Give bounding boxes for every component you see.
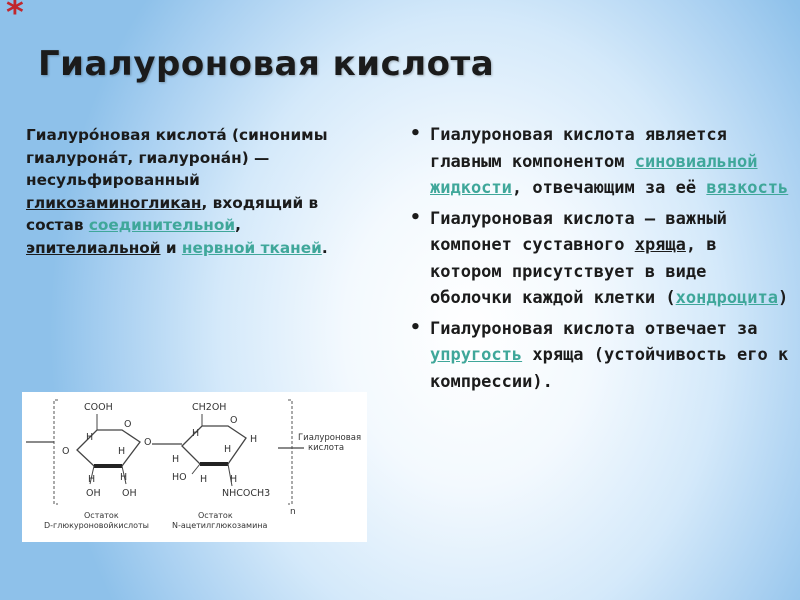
- h-label: H: [250, 434, 257, 445]
- o-label: O: [230, 415, 237, 426]
- definition-text: и: [160, 238, 182, 257]
- bullet-text: Гиалуроновая кислота — важный компонет с…: [430, 208, 727, 256]
- list-item: • Гиалуроновая кислота является главным к…: [410, 122, 790, 202]
- subscript-n: n: [290, 507, 296, 517]
- facts-list: • Гиалуроновая кислота является главным к…: [410, 122, 790, 399]
- h-label: H: [120, 472, 127, 483]
- h-label: H: [172, 454, 179, 465]
- polymer-label: кислота: [308, 443, 344, 453]
- bullet-text: , в котором присутствует в виде оболочки…: [430, 235, 717, 308]
- polymer-label: Гиалуроновая: [298, 433, 361, 443]
- oh-label: OH: [86, 488, 101, 499]
- bullet-text: хряща (устойчивость его к компрессии).: [430, 345, 789, 392]
- bullet-text: Гиалуроновая кислота отвечает за: [430, 318, 758, 339]
- h-label: H: [88, 474, 95, 485]
- list-item: • Гиалуроновая кислота — важный компонет…: [410, 206, 790, 312]
- definition-text: , входящий в состав: [26, 193, 319, 235]
- ch2oh-label: CH2OH: [192, 402, 226, 413]
- cooh-label: COOH: [84, 402, 113, 413]
- definition-text: .: [321, 238, 328, 257]
- link-connective[interactable]: соединительной: [88, 216, 236, 234]
- o-label: O: [144, 437, 151, 448]
- bullet-icon: •: [410, 316, 421, 338]
- link-viscosity[interactable]: вязкость: [706, 178, 789, 198]
- page-title: Гиалуроновая кислота: [38, 44, 495, 84]
- oh-label: OH: [122, 488, 137, 499]
- bullet-text: , отвечающим за её: [511, 178, 707, 198]
- bullet-text: ): [778, 288, 789, 308]
- bullet-text: Гиалуроновая кислота является главным ко…: [430, 125, 727, 172]
- link-glycosaminoglycan[interactable]: гликозаминогликан: [26, 193, 202, 212]
- asterisk-icon: *: [6, 0, 24, 33]
- link-elasticity[interactable]: упругость: [430, 345, 523, 365]
- o-label: O: [62, 446, 69, 457]
- link-cartilage[interactable]: хряща: [634, 235, 686, 255]
- residue-caption: N-ацетилглюкозамина: [172, 521, 268, 530]
- h-label: H: [230, 474, 237, 485]
- h-label: H: [224, 444, 231, 455]
- link-synovial-fluid[interactable]: синовиальной жидкости: [430, 151, 758, 199]
- link-chondrocyte[interactable]: хондроцита: [675, 288, 778, 308]
- residue-caption: Остаток: [198, 511, 233, 520]
- bullet-icon: •: [410, 206, 421, 228]
- residue-caption: D-глюкуроновойкислоты: [44, 521, 149, 530]
- definition-paragraph: Гиалуро́новая кислота́ (синонимы гиалуро…: [26, 124, 346, 259]
- nhcoch3-label: NHCOCH3: [222, 488, 270, 499]
- h-label: H: [192, 428, 199, 439]
- residue-caption: Остаток: [84, 511, 119, 520]
- h-label: H: [200, 474, 207, 485]
- definition-text: Гиалуро́новая кислота́ (синонимы гиалуро…: [26, 126, 328, 189]
- hyaluronic-acid-structure: n COOH O O O H H H H OH OH CH2OH O H H H…: [22, 392, 367, 542]
- list-item: • Гиалуроновая кислота отвечает за упруг…: [410, 316, 790, 396]
- link-nervous-tissue[interactable]: нервной тканей: [181, 238, 322, 257]
- h-label: H: [118, 446, 125, 457]
- bullet-icon: •: [410, 123, 421, 144]
- ho-label: HO: [172, 472, 187, 483]
- link-epithelial[interactable]: эпителиальной: [26, 238, 161, 257]
- o-label: O: [124, 419, 131, 430]
- h-label: H: [86, 432, 93, 443]
- definition-text: ,: [235, 216, 241, 234]
